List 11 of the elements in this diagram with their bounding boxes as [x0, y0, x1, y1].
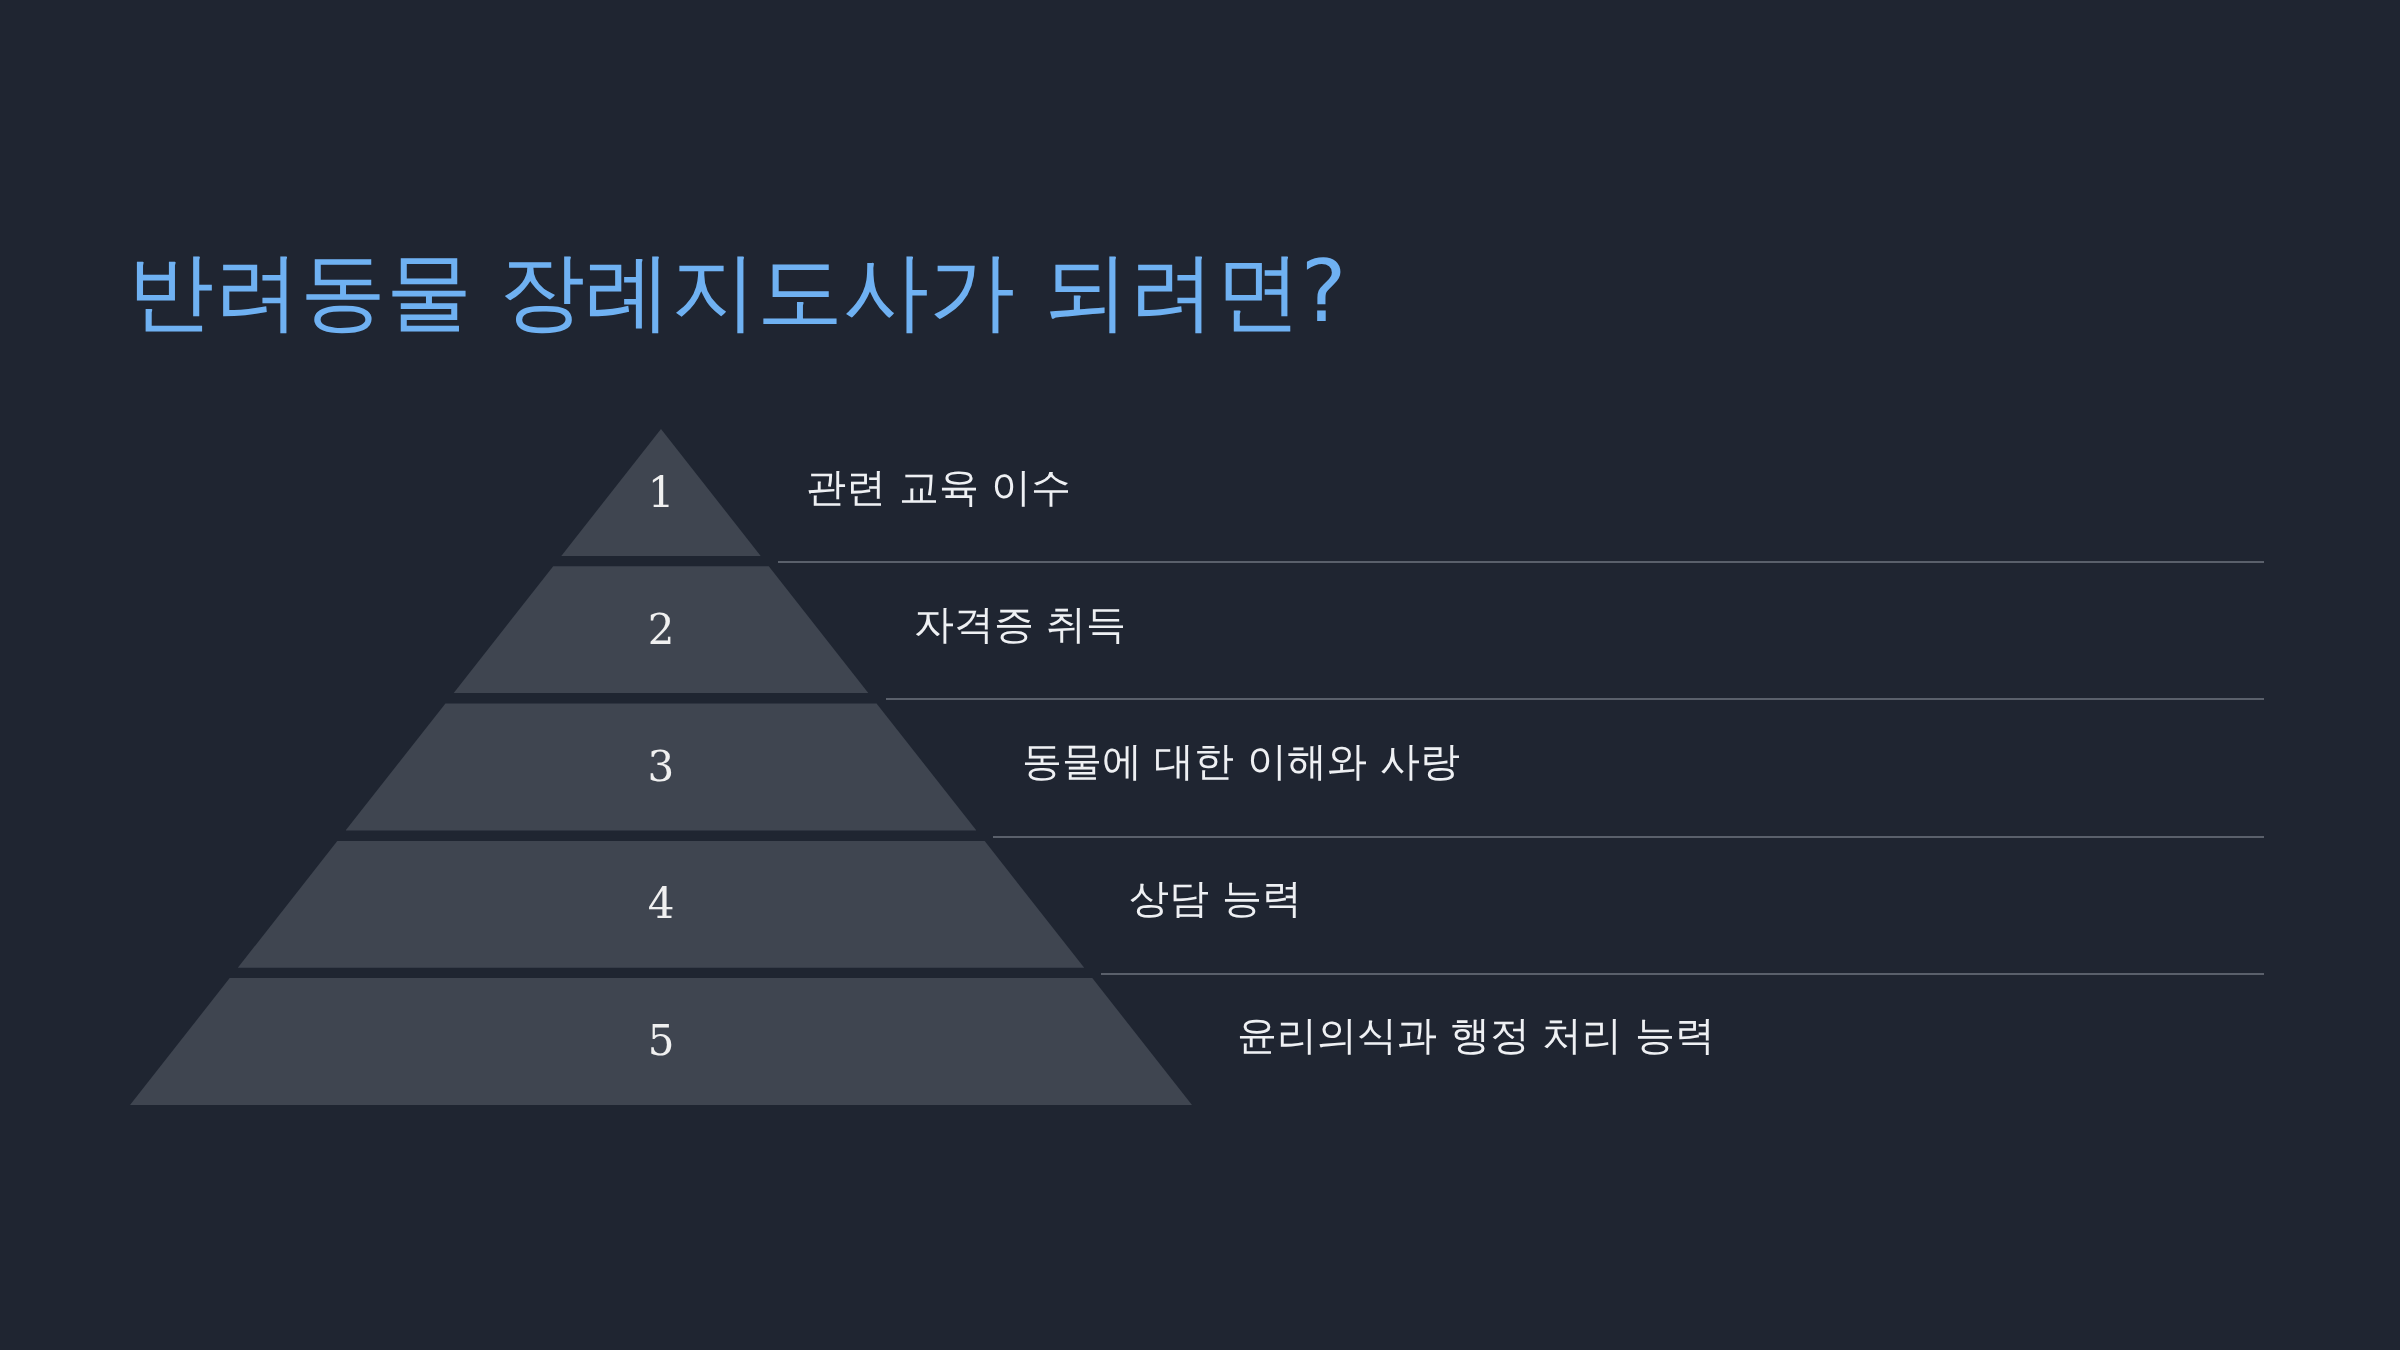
- title: 반려동물 장례지도사가 되려면?: [128, 240, 1347, 343]
- step-label: 관련 교육 이수: [805, 462, 1072, 511]
- step-number: 3: [646, 746, 676, 788]
- step-label: 자격증 취득: [913, 599, 1127, 648]
- step-number: 1: [646, 471, 676, 514]
- step-number: 5: [646, 1020, 676, 1063]
- step-number: 2: [646, 608, 676, 651]
- step-label: 윤리의식과 행정 처리 능력: [1237, 1011, 1716, 1060]
- step-label: 상담 능력: [1129, 874, 1302, 923]
- step-number: 4: [646, 883, 676, 926]
- step-label: 동물에 대한 이해와 사랑: [1021, 737, 1460, 785]
